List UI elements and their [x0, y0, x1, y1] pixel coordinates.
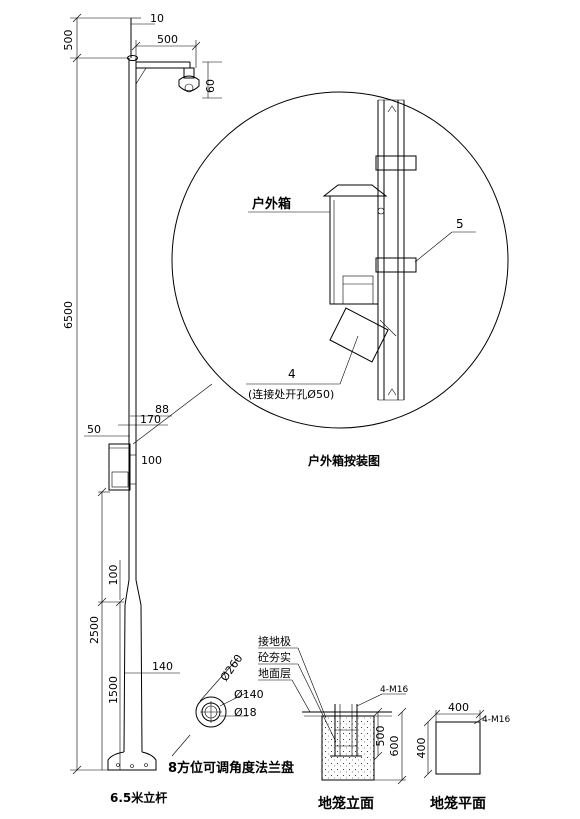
plan-dim-400-top: 400 [448, 701, 469, 714]
plan-dim-400-side: 400 [415, 738, 428, 759]
detail-hole-note: (连接处开孔Ø50) [248, 388, 334, 401]
pole-elevation [107, 17, 200, 771]
detail-item-5: 5 [456, 217, 464, 231]
dim-total-6500: 6500 [62, 301, 75, 329]
cage-bolt: 4-M16 [380, 685, 408, 695]
cage-label-ground-layer: 地面层 [258, 667, 291, 680]
flange-d260: Ø260 [218, 652, 246, 684]
cage-plan-caption: 地笼平面 [430, 795, 486, 812]
cage-label-concrete: 砼夯实 [258, 650, 291, 664]
dim-box-100: 100 [141, 454, 162, 467]
flange-d140: Ø140 [234, 688, 264, 701]
cage-dim-500: 500 [374, 726, 387, 747]
dim-88: 88 [155, 403, 169, 416]
pole-caption: 6.5米立杆 [110, 790, 167, 805]
outdoor-box-detail: 户外箱 5 4 (连接处开孔Ø50) [171, 91, 509, 429]
cage-label-ground-pole: 接地极 [258, 634, 291, 648]
detail-box-label: 户外箱 [252, 196, 291, 212]
cage-dim-600: 600 [388, 736, 401, 757]
dim-cam-60: 60 [204, 79, 217, 93]
flange-d18: Ø18 [234, 706, 257, 719]
dim-2500: 2500 [88, 616, 101, 644]
dim-10: 10 [150, 12, 164, 25]
detail-item-4: 4 [288, 367, 296, 381]
flange-plate: Ø260 Ø140 Ø18 [171, 652, 264, 757]
cage-elevation-caption: 地笼立面 [318, 795, 374, 812]
ground-cage-elevation: 接地极 砼夯实 地面层 4-M16 500 600 [258, 634, 408, 785]
detail-caption: 户外箱按装图 [308, 453, 380, 468]
dim-top-500: 500 [62, 30, 75, 51]
dim-140: 140 [152, 660, 173, 673]
flange-caption: 8方位可调角度法兰盘 [168, 760, 294, 776]
ground-cage-plan: 400 400 4-M16 [415, 701, 510, 779]
dim-taper-100: 100 [107, 565, 120, 586]
dim-170: 170 [140, 413, 161, 426]
dim-50: 50 [87, 423, 101, 436]
pole-dimensions: 500 6500 2500 1500 100 10 500 60 88 [62, 12, 222, 805]
dim-1500: 1500 [107, 676, 120, 704]
plan-bolt: 4-M16 [482, 715, 510, 725]
dim-arm-500: 500 [157, 33, 178, 46]
